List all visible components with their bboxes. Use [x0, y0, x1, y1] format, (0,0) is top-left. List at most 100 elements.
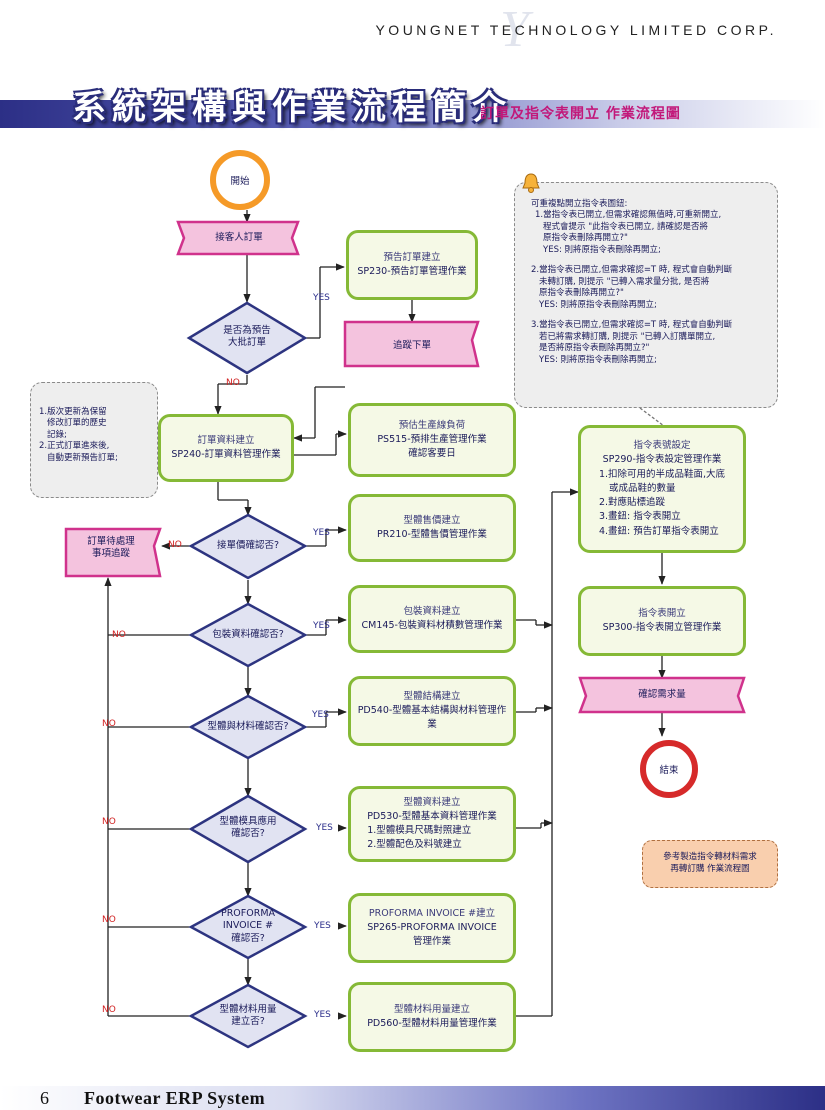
watermark-logo: Y [500, 1, 529, 58]
pack-box-title: 包裝資料建立 [403, 605, 461, 617]
yes-tag: YES [313, 528, 330, 538]
proforma-line-1: PROFORMA [220, 908, 276, 919]
instruction-setup-item-1b: 或成品鞋的數量 [608, 482, 676, 494]
title-band [0, 100, 825, 128]
no-tag: NO [102, 719, 116, 729]
no-tag: NO [226, 378, 240, 388]
version-note-line-3: 記錄; [47, 429, 67, 440]
structure-box-title: 型體結構建立 [403, 690, 461, 702]
footer-title: Footwear ERP System [84, 1088, 266, 1108]
price-box-title: 型體售價建立 [403, 514, 461, 526]
proforma-line-2: INVOICE # [222, 920, 274, 932]
reopen-note-line-11: 是否將原指令表刪除再開立?" [539, 343, 650, 354]
pre-order-box-title: 預告訂單建立 [383, 251, 441, 263]
confirm-demand-label: 確認需求量 [638, 689, 686, 700]
proforma-box-code: SP265-PROFORMA INVOICE [367, 921, 497, 933]
pending-line-2: 事項追蹤 [91, 548, 130, 560]
yes-tag: YES [316, 823, 333, 833]
price-diamond [188, 513, 308, 580]
usage-line-1: 型體材料用量 [219, 1004, 277, 1015]
pending-shape [64, 527, 162, 578]
reference-note-line-2: 再轉訂購 作業流程圖 [670, 864, 750, 874]
usage-box: 型體材料用量建立 PD560-型體材料用量管理作業 [348, 982, 516, 1052]
instruction-setup-item-2: 2.對應貼標追蹤 [598, 497, 666, 509]
usage-box-code: PD560-型體材料用量管理作業 [367, 1018, 497, 1029]
pre-order-box-code: SP230-預告訂單管理作業 [357, 266, 467, 277]
reopen-note-line-10: 若已將需求轉訂購, 則提示 "已轉入訂購單開立, [539, 331, 716, 342]
instruction-setup-item-4: 4.畫鈕: 預告訂單指令表開立 [598, 525, 719, 537]
no-tag: NO [102, 817, 116, 827]
order-box-code: SP240-訂單資料管理作業 [171, 449, 281, 460]
order-box: 訂單資料建立 SP240-訂單資料管理作業 [158, 414, 294, 482]
follow-order-label: 追蹤下單 [392, 340, 431, 351]
instruction-setup-code: SP290-指令表設定管理作業 [602, 454, 722, 466]
reopen-note-line-8: YES: 則將原指令表刪除再開立; [539, 299, 657, 310]
version-note-line-5: 自動更新預告訂單; [47, 452, 118, 463]
reopen-note-heading: 可重複點開立指令表圖鈕: [531, 199, 628, 209]
usage-box-title: 型體材料用量建立 [393, 1003, 470, 1015]
pre-order-question: 是否為預告 大批訂單 [197, 325, 297, 350]
pending-line-1: 訂單待處理 [87, 536, 135, 547]
proforma-diamond [188, 894, 308, 960]
receive-order-label: 接客人訂單 [215, 232, 263, 243]
mold-line-1: 型體模具應用 [219, 816, 277, 827]
pre-order-box: 預告訂單建立 SP230-預告訂單管理作業 [346, 230, 478, 300]
receive-order-shape [176, 220, 300, 256]
reference-note: 參考製造指令轉材料需求 再轉訂購 作業流程圖 [642, 840, 778, 888]
usage-question: 型體材料用量 建立否? [198, 1004, 298, 1029]
price-box: 型體售價建立 PR210-型體售價管理作業 [348, 494, 516, 562]
pre-order-line-2: 大批訂單 [227, 337, 266, 349]
version-note: 1.版次更新為保留 修改訂單的歷史 記錄; 2.正式訂單進來後, 自動更新預告訂… [30, 382, 158, 498]
proforma-box-title: PROFORMA INVOICE #建立 [368, 907, 496, 919]
proforma-box-line3: 管理作業 [412, 936, 451, 948]
page-title: 系統架構與作業流程簡介 [72, 88, 512, 128]
instruction-setup-title: 指令表號設定 [633, 440, 691, 452]
bell-icon [520, 172, 542, 194]
reopen-note-line-3: 原指令表刪除再開立?" [543, 233, 628, 244]
no-tag: NO [102, 915, 116, 925]
instruction-setup-box: 指令表號設定 SP290-指令表設定管理作業 1.扣除可用的半成品鞋面,大底 或… [578, 425, 746, 553]
reopen-note-line-4: YES: 則將原指令表刪除再開立; [543, 244, 661, 255]
pack-box-code: CM145-包裝資料材積數管理作業 [361, 620, 503, 631]
reopen-note-line-9: 3.當指令表已開立,但需求確認=T 時, 程式會自動判斷 [531, 320, 733, 331]
instruction-open-box: 指令表開立 SP300-指令表開立管理作業 [578, 586, 746, 656]
yes-tag: YES [312, 710, 329, 720]
mold-question: 型體模具應用 確認否? [198, 816, 298, 841]
instruction-open-title: 指令表開立 [638, 607, 686, 619]
mold-line-2: 確認否? [231, 828, 265, 840]
reopen-note-line-1: 1.當指令表已開立,但需求確認無值時,可重新開立, [535, 210, 722, 221]
reference-note-line-1: 參考製造指令轉材料需求 [663, 852, 757, 863]
reopen-note-line-5: 2.當指令表已開立,但需求確認=T 時, 程式會自動判斷 [531, 265, 733, 276]
version-note-line-4: 2.正式訂單進來後, [39, 441, 110, 452]
pack-box: 包裝資料建立 CM145-包裝資料材積數管理作業 [348, 585, 516, 653]
pack-diamond [188, 602, 308, 668]
style-box-code: PD530-型體基本資料管理作業 [367, 810, 497, 822]
page-subtitle: 訂單及指令表開立 作業流程圖 [480, 106, 681, 122]
style-box-item-2: 2.型體配色及料號建立 [367, 839, 462, 851]
usage-line-2: 建立否? [231, 1016, 265, 1028]
reopen-note-line-7: 原指令表刪除再開立?" [539, 288, 624, 299]
capacity-box-code: PS515-預排生產管理作業 [377, 433, 487, 445]
corp-name: YOUNGNET TECHNOLOGY LIMITED CORP. [375, 22, 777, 38]
structure-box-code: PD540-型體基本結構與材料管理作業 [357, 704, 507, 731]
instruction-open-code: SP300-指令表開立管理作業 [602, 622, 722, 633]
proforma-line-3: 確認否? [231, 932, 265, 944]
page-number: 6 [40, 1088, 49, 1108]
start-terminal: 開始 [210, 150, 270, 210]
pack-question: 包裝資料確認否? [212, 629, 284, 640]
reopen-note-line-2: 程式會提示 "此指令表已開立, 請確認是否將 [543, 221, 709, 232]
end-terminal: 結束 [640, 740, 698, 798]
price-box-code: PR210-型體售價管理作業 [377, 529, 487, 540]
confirm-demand-shape [578, 676, 746, 714]
style-box-title: 型體資料建立 [403, 796, 461, 808]
pre-order-diamond [186, 301, 308, 375]
style-box-list: PD530-型體基本資料管理作業 1.型體模具尺碼對照建立 2.型體配色及料號建… [367, 810, 497, 853]
usage-diamond [188, 983, 308, 1049]
version-note-line-2: 修改訂單的歷史 [47, 418, 107, 429]
style-box: 型體資料建立 PD530-型體基本資料管理作業 1.型體模具尺碼對照建立 2.型… [348, 786, 516, 862]
yes-tag: YES [314, 921, 331, 931]
material-diamond [188, 694, 308, 760]
instruction-setup-list: 1.扣除可用的半成品鞋面,大底 或成品鞋的數量 2.對應貼標追蹤 3.畫鈕: 指… [599, 468, 725, 539]
no-tag: NO [112, 630, 126, 640]
